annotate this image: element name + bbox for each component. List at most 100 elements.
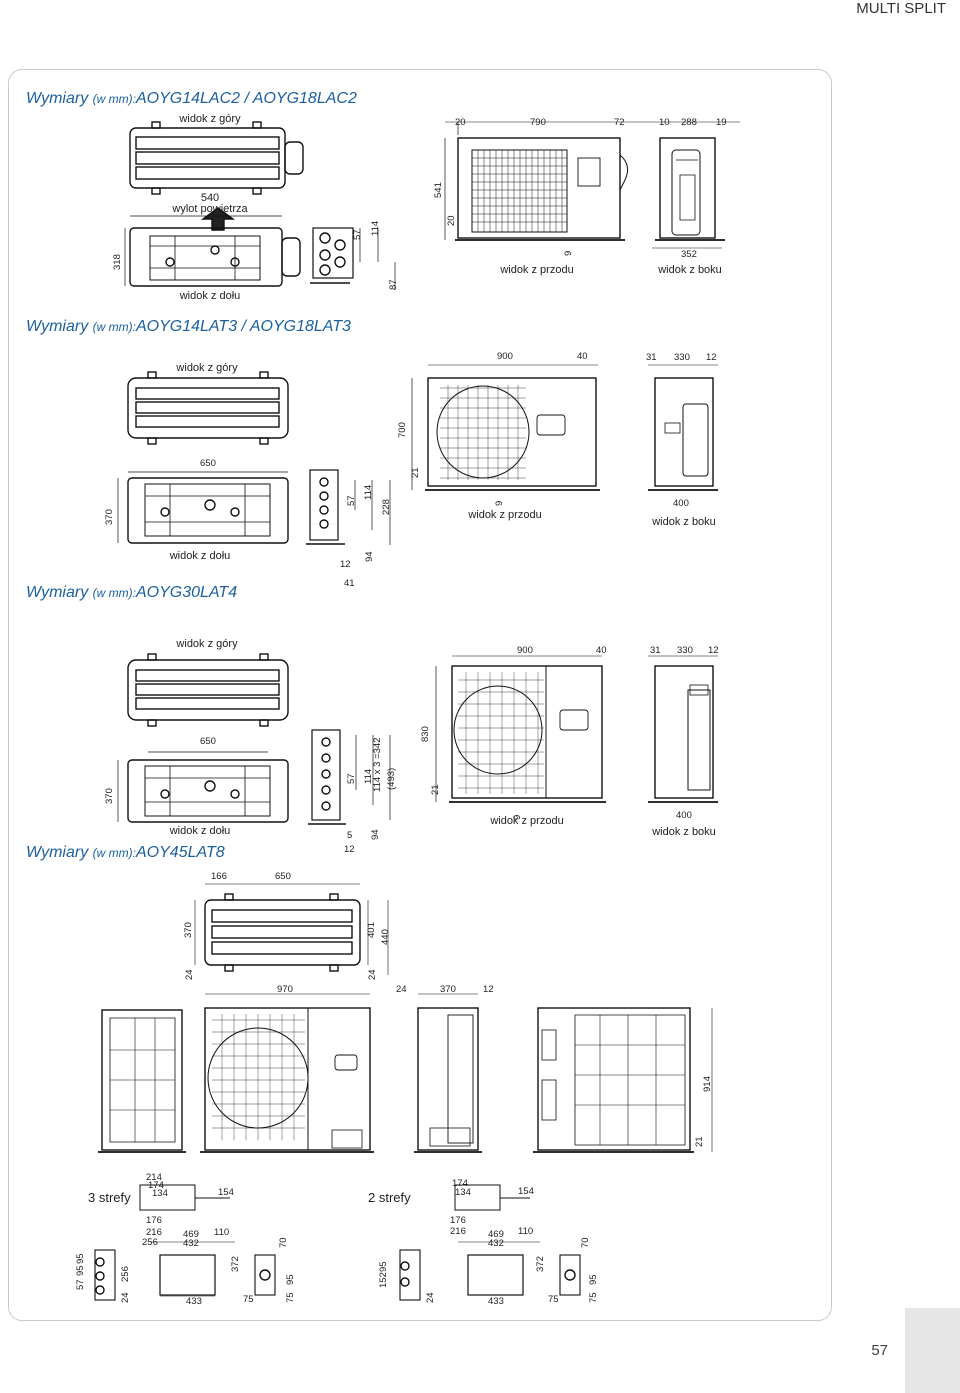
z2-dim-70: 70 — [580, 1237, 591, 1248]
page-corner-tab — [905, 1308, 960, 1393]
z2-dim-433: 433 — [488, 1296, 504, 1307]
z3-dim-95a: 95 — [75, 1265, 86, 1276]
s3-bottom-view-label: widok z dołu — [169, 825, 231, 837]
z3-dim-214: 214 — [146, 1172, 162, 1183]
title-models: AOYG14LAC2 / AOYG18LAC2 — [136, 90, 357, 107]
z3-dim-70: 70 — [278, 1237, 289, 1248]
z2-dim-174: 174 — [452, 1178, 468, 1189]
s1-dim-790: 790 — [530, 117, 546, 128]
z3-dim-216: 216 — [146, 1227, 162, 1238]
section-title-3: Wymiary (w mm):AOYG30LAT4 — [26, 584, 237, 602]
s2-dim-12: 12 — [340, 559, 351, 570]
category-header: MULTI SPLIT — [856, 0, 946, 17]
z2-dim-372: 372 — [535, 1256, 546, 1272]
s2-dim-12b: 12 — [706, 352, 717, 363]
z3-dim-57: 57 — [75, 1279, 86, 1290]
z3-dim-256: 256 — [142, 1237, 158, 1248]
z2-dim-152: 152 — [378, 1272, 389, 1288]
title-word: Wymiary — [26, 844, 89, 861]
zones2-label: 2 strefy — [368, 1190, 411, 1205]
z2-dim-469: 469 — [488, 1229, 504, 1240]
z2-dim-24: 24 — [425, 1292, 436, 1303]
s2-front-view-label: widok z przodu — [468, 509, 542, 521]
s2-bottom-body — [127, 477, 289, 544]
section-title-2: Wymiary (w mm):AOYG14LAT3 / AOYG18LAT3 — [26, 318, 351, 336]
zones3-label: 3 strefy — [88, 1190, 131, 1205]
z3-dim-256b: 256 — [120, 1266, 131, 1282]
z3-dim-75b: 75 — [285, 1292, 296, 1303]
s3-front-body — [451, 665, 603, 799]
s4-dim-370: 370 — [183, 922, 194, 938]
s2-dim-40: 40 — [577, 351, 588, 362]
s1-side-view-label: widok z boku — [658, 264, 722, 276]
s1-front-view-label: widok z przodu — [500, 264, 574, 276]
s2-dim-330: 330 — [674, 352, 690, 363]
s2-dim-400: 400 — [673, 498, 689, 509]
z3-dim-24: 24 — [120, 1292, 131, 1303]
z2-dim-75b: 75 — [588, 1292, 599, 1303]
s1-dim-288: 288 — [681, 117, 697, 128]
s4-dim-370b: 370 — [440, 984, 456, 995]
s4-dim-24a: 24 — [184, 969, 195, 980]
s3-dim-400: 400 — [676, 810, 692, 821]
s1-dim-20: 20 — [455, 117, 466, 128]
s4-dim-166: 166 — [211, 871, 227, 882]
z2-dim-95: 95 — [378, 1261, 389, 1272]
z3-dim-176: 176 — [146, 1215, 162, 1226]
title-models: AOY45LAT8 — [136, 844, 225, 861]
z3-dim-75a: 75 — [243, 1294, 254, 1305]
z2-dim-216: 216 — [450, 1226, 466, 1237]
s3-dim-31: 31 — [650, 645, 661, 656]
s1-front-body — [457, 137, 621, 239]
z2-dim-110: 110 — [518, 1226, 534, 1237]
s3-dim-40: 40 — [596, 645, 607, 656]
page-number: 57 — [871, 1342, 888, 1359]
z3-dim-134: 134 — [152, 1188, 168, 1199]
s4-dim-440: 440 — [380, 929, 391, 945]
s4-left-side-body — [101, 1009, 183, 1151]
s3-top-body — [127, 659, 289, 721]
z2-dim-134: 134 — [455, 1187, 471, 1198]
z2-dim-95b: 95 — [588, 1274, 599, 1285]
s2-dim-31: 31 — [646, 352, 657, 363]
z2-dim-75a: 75 — [548, 1294, 559, 1305]
s1-dim-19: 19 — [716, 117, 727, 128]
s4-front-body — [204, 1007, 371, 1151]
title-models: AOYG14LAT3 / AOYG18LAT3 — [136, 318, 351, 335]
s3-bottom-body — [127, 759, 289, 823]
title-unit: (w mm): — [92, 846, 136, 860]
s2-side-body — [654, 377, 714, 487]
title-models: AOYG30LAT4 — [136, 584, 238, 601]
s4-dim-24b: 24 — [367, 969, 378, 980]
s4-dim-21: 21 — [694, 1136, 705, 1147]
z3-dim-95c: 95 — [285, 1274, 296, 1285]
s2-dim-650: 650 — [200, 458, 216, 469]
s4-dim-401: 401 — [366, 922, 377, 938]
s1-air-outlet-label: wylot powietrza — [172, 203, 248, 215]
title-word: Wymiary — [26, 584, 89, 601]
z3-dim-433: 433 — [186, 1296, 202, 1307]
s3-side-view-label: widok z boku — [652, 826, 716, 838]
z2-dim-154: 154 — [518, 1186, 534, 1197]
s4-right-side-body — [417, 1007, 479, 1151]
s3-dim-12b: 12 — [708, 645, 719, 656]
s4-dim-650: 650 — [275, 871, 291, 882]
title-word: Wymiary — [26, 90, 89, 107]
s1-dim-10: 10 — [659, 117, 670, 128]
s4-dim-970: 970 — [277, 984, 293, 995]
s2-top-body — [127, 377, 289, 439]
s2-dim-41: 41 — [344, 578, 355, 589]
s4-top-body — [204, 899, 361, 966]
s4-back-body — [537, 1007, 691, 1151]
z3-dim-110: 110 — [214, 1227, 230, 1238]
s2-side-view-label: widok z boku — [652, 516, 716, 528]
s3-dim-650: 650 — [200, 736, 216, 747]
s3-top-view-label: widok z góry — [176, 638, 238, 650]
s1-dim-352: 352 — [681, 249, 697, 260]
s2-dim-900: 900 — [497, 351, 513, 362]
s3-dim-330: 330 — [677, 645, 693, 656]
title-unit: (w mm): — [92, 92, 136, 106]
